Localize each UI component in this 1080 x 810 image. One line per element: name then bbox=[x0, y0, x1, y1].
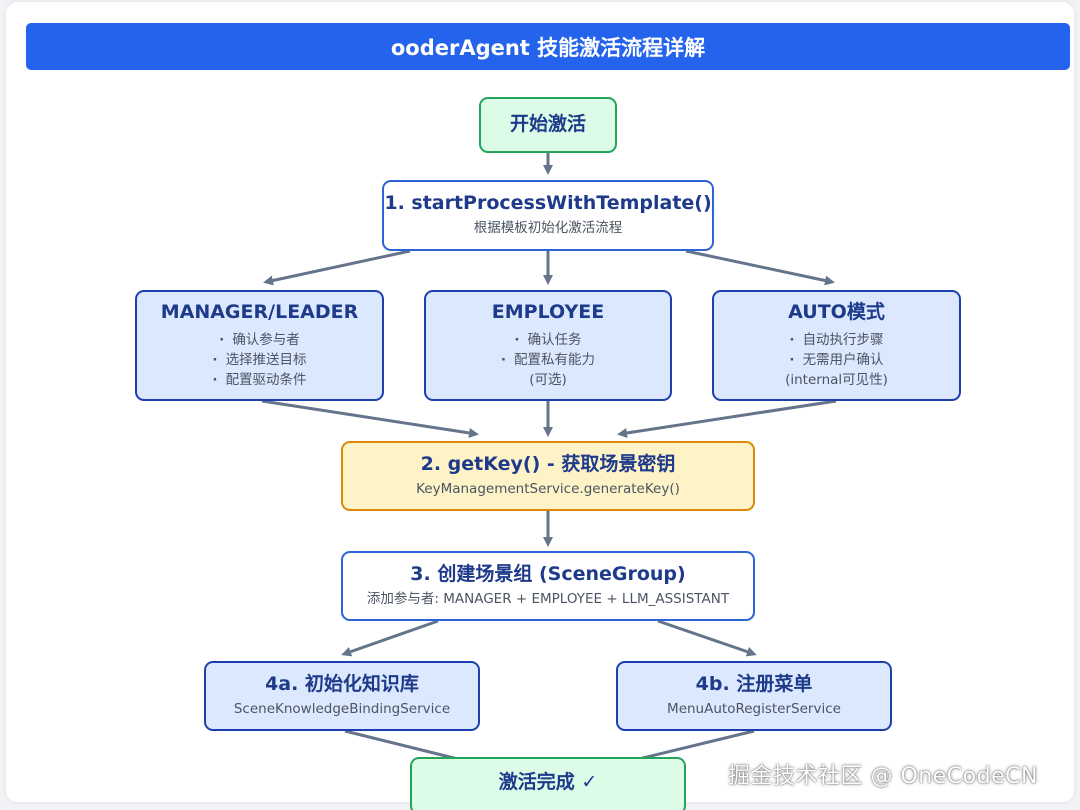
arrow-step1-to-auto bbox=[685, 249, 835, 286]
step3-sub: 添加参与者: MANAGER + EMPLOYEE + LLM_ASSISTAN… bbox=[366, 590, 730, 607]
step3-label: 3. 创建场景组 (SceneGroup) bbox=[410, 562, 686, 585]
step4b-label: 4b. 注册菜单 bbox=[695, 672, 813, 695]
start-node: 开始激活 bbox=[479, 97, 617, 153]
step1-node: 1. startProcessWithTemplate() 根据模板初始化激活流… bbox=[382, 180, 714, 251]
diagram-title: ooderAgent 技能激活流程详解 bbox=[26, 23, 1070, 70]
employee-list: 确认任务 配置私有能力 (可选) bbox=[501, 330, 595, 390]
step1-label: 1. startProcessWithTemplate() bbox=[384, 192, 712, 215]
employee-item: 配置私有能力 bbox=[501, 350, 595, 370]
auto-mode-label: AUTO模式 bbox=[788, 300, 885, 323]
step4a-node: 4a. 初始化知识库 SceneKnowledgeBindingService bbox=[204, 661, 480, 731]
manager-item: 配置驱动条件 bbox=[212, 370, 307, 390]
arrow-step3-to-step4a bbox=[341, 619, 439, 657]
step3-node: 3. 创建场景组 (SceneGroup) 添加参与者: MANAGER + E… bbox=[341, 551, 755, 621]
employee-label: EMPLOYEE bbox=[491, 300, 605, 323]
step2-label: 2. getKey() - 获取场景密钥 bbox=[420, 452, 676, 475]
manager-leader-label: MANAGER/LEADER bbox=[160, 300, 359, 323]
manager-leader-list: 确认参与者 选择推送目标 配置驱动条件 bbox=[212, 330, 307, 390]
arrow-manager-to-step2 bbox=[261, 399, 479, 438]
arrow-auto-to-step2 bbox=[617, 399, 837, 438]
step1-sub: 根据模板初始化激活流程 bbox=[473, 220, 623, 237]
step2-sub: KeyManagementService.generateKey() bbox=[416, 480, 680, 497]
step2-node: 2. getKey() - 获取场景密钥 KeyManagementServic… bbox=[341, 441, 755, 511]
step4a-sub: SceneKnowledgeBindingService bbox=[233, 700, 451, 717]
done-node: 激活完成 ✓ bbox=[410, 757, 686, 810]
step4b-node: 4b. 注册菜单 MenuAutoRegisterService bbox=[616, 661, 892, 731]
auto-item: (internal可见性) bbox=[785, 372, 888, 389]
step4b-sub: MenuAutoRegisterService bbox=[667, 700, 841, 717]
watermark: 掘金技术社区 @ OneCodeCN bbox=[728, 764, 1038, 789]
step4a-label: 4a. 初始化知识库 bbox=[265, 672, 419, 695]
done-label: 激活完成 ✓ bbox=[498, 771, 598, 793]
arrow-step1-to-manager bbox=[263, 249, 411, 286]
manager-item: 选择推送目标 bbox=[212, 350, 307, 370]
employee-item: (可选) bbox=[529, 372, 567, 389]
auto-item: 无需用户确认 bbox=[785, 350, 888, 370]
auto-mode-node: AUTO模式 自动执行步骤 无需用户确认 (internal可见性) bbox=[712, 290, 961, 401]
manager-leader-node: MANAGER/LEADER 确认参与者 选择推送目标 配置驱动条件 bbox=[135, 290, 384, 401]
auto-item: 自动执行步骤 bbox=[785, 330, 888, 350]
employee-item: 确认任务 bbox=[501, 330, 595, 350]
auto-mode-list: 自动执行步骤 无需用户确认 (internal可见性) bbox=[785, 330, 888, 390]
manager-item: 确认参与者 bbox=[212, 330, 306, 350]
start-label: 开始激活 bbox=[509, 113, 586, 136]
employee-node: EMPLOYEE 确认任务 配置私有能力 (可选) bbox=[424, 290, 672, 401]
arrow-step3-to-step4b bbox=[657, 619, 757, 657]
